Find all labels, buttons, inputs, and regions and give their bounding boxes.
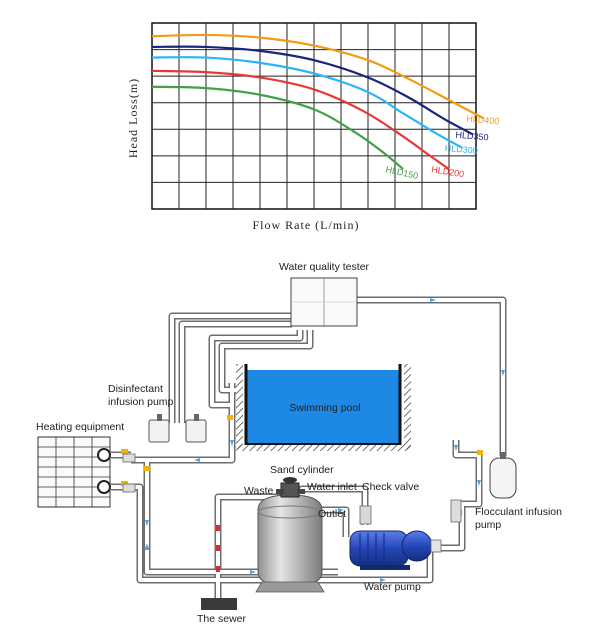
pool-circulation-diagram: Water quality tester Swimming pool Disin…	[36, 261, 562, 625]
sewer-label: The sewer	[197, 613, 247, 625]
flocculant-pump	[489, 452, 517, 499]
waste-label: Waste	[244, 485, 274, 497]
waste-flow-arrow	[216, 566, 220, 572]
sand-cylinder	[255, 477, 325, 593]
flow-arrow	[454, 445, 458, 451]
water-inlet-label: Water inlet	[307, 481, 357, 493]
flow-arrow	[250, 570, 256, 574]
x-axis-label: Flow Rate (L/min)	[253, 218, 360, 232]
y-axis-label: Head Loss(m)	[126, 78, 140, 158]
valve-icon	[477, 450, 483, 455]
valve-icon	[121, 481, 128, 486]
waste-flow-arrow	[216, 545, 220, 551]
series-label-hld400: HLD400	[466, 114, 500, 127]
series-label-hld350: HLD350	[455, 130, 489, 143]
flow-arrow	[145, 520, 149, 526]
flow-arrow	[144, 544, 150, 550]
flow-arrow	[194, 458, 200, 462]
sewer	[201, 598, 237, 610]
valve-icon	[227, 415, 233, 420]
flow-arrow	[230, 440, 234, 446]
water-pump	[349, 530, 442, 570]
series-line-hld350	[151, 45, 474, 136]
pool-hatch-left	[236, 364, 243, 449]
pool-hatch-bottom	[236, 445, 411, 451]
flow-arrow	[477, 480, 481, 486]
heater-port-top	[97, 448, 111, 462]
heater-port-bottom	[97, 480, 111, 494]
flow-arrow	[380, 578, 386, 582]
flow-arrow	[338, 508, 344, 512]
pool-water	[246, 370, 400, 444]
valve-icon	[144, 466, 150, 471]
flocculant-label-line1: Flocculant infusion	[475, 506, 562, 518]
series-line-hld300	[151, 56, 464, 149]
waste-arrows	[216, 525, 220, 572]
valve-icon	[121, 449, 128, 454]
flow-arrow	[430, 298, 436, 302]
water-pump-label: Water pump	[364, 581, 421, 593]
valve-bodies	[122, 453, 462, 523]
outlet-label: Outlet	[318, 508, 346, 520]
series-line-hld200	[151, 69, 450, 171]
series-line-hld150	[151, 85, 404, 170]
heating-label: Heating equipment	[36, 421, 124, 433]
check-valve	[359, 505, 372, 525]
disinfectant-label-line2: infusion pump	[108, 396, 174, 408]
waste-flow-arrow	[216, 525, 220, 531]
pool-hatch-right	[404, 364, 411, 449]
series-line-hld400	[151, 33, 485, 120]
tester-label: Water quality tester	[279, 261, 370, 273]
disinfectant-label-line1: Disinfectant	[108, 383, 163, 395]
chart-series	[151, 33, 485, 171]
pool-label: Swimming pool	[289, 402, 360, 414]
water-quality-tester	[290, 277, 358, 327]
flow-arrows	[144, 298, 505, 582]
check-valve-label: Check valve	[362, 481, 419, 493]
flow-arrow	[501, 370, 505, 376]
flocculant-label-line2: pump	[475, 519, 501, 531]
swimming-pool	[236, 364, 411, 451]
disinfectant-pump	[148, 414, 207, 443]
series-label-hld300: HLD300	[444, 143, 478, 156]
sand-cylinder-label: Sand cylinder	[270, 464, 334, 476]
heating-equipment	[37, 436, 111, 508]
chart-grid	[152, 23, 476, 209]
